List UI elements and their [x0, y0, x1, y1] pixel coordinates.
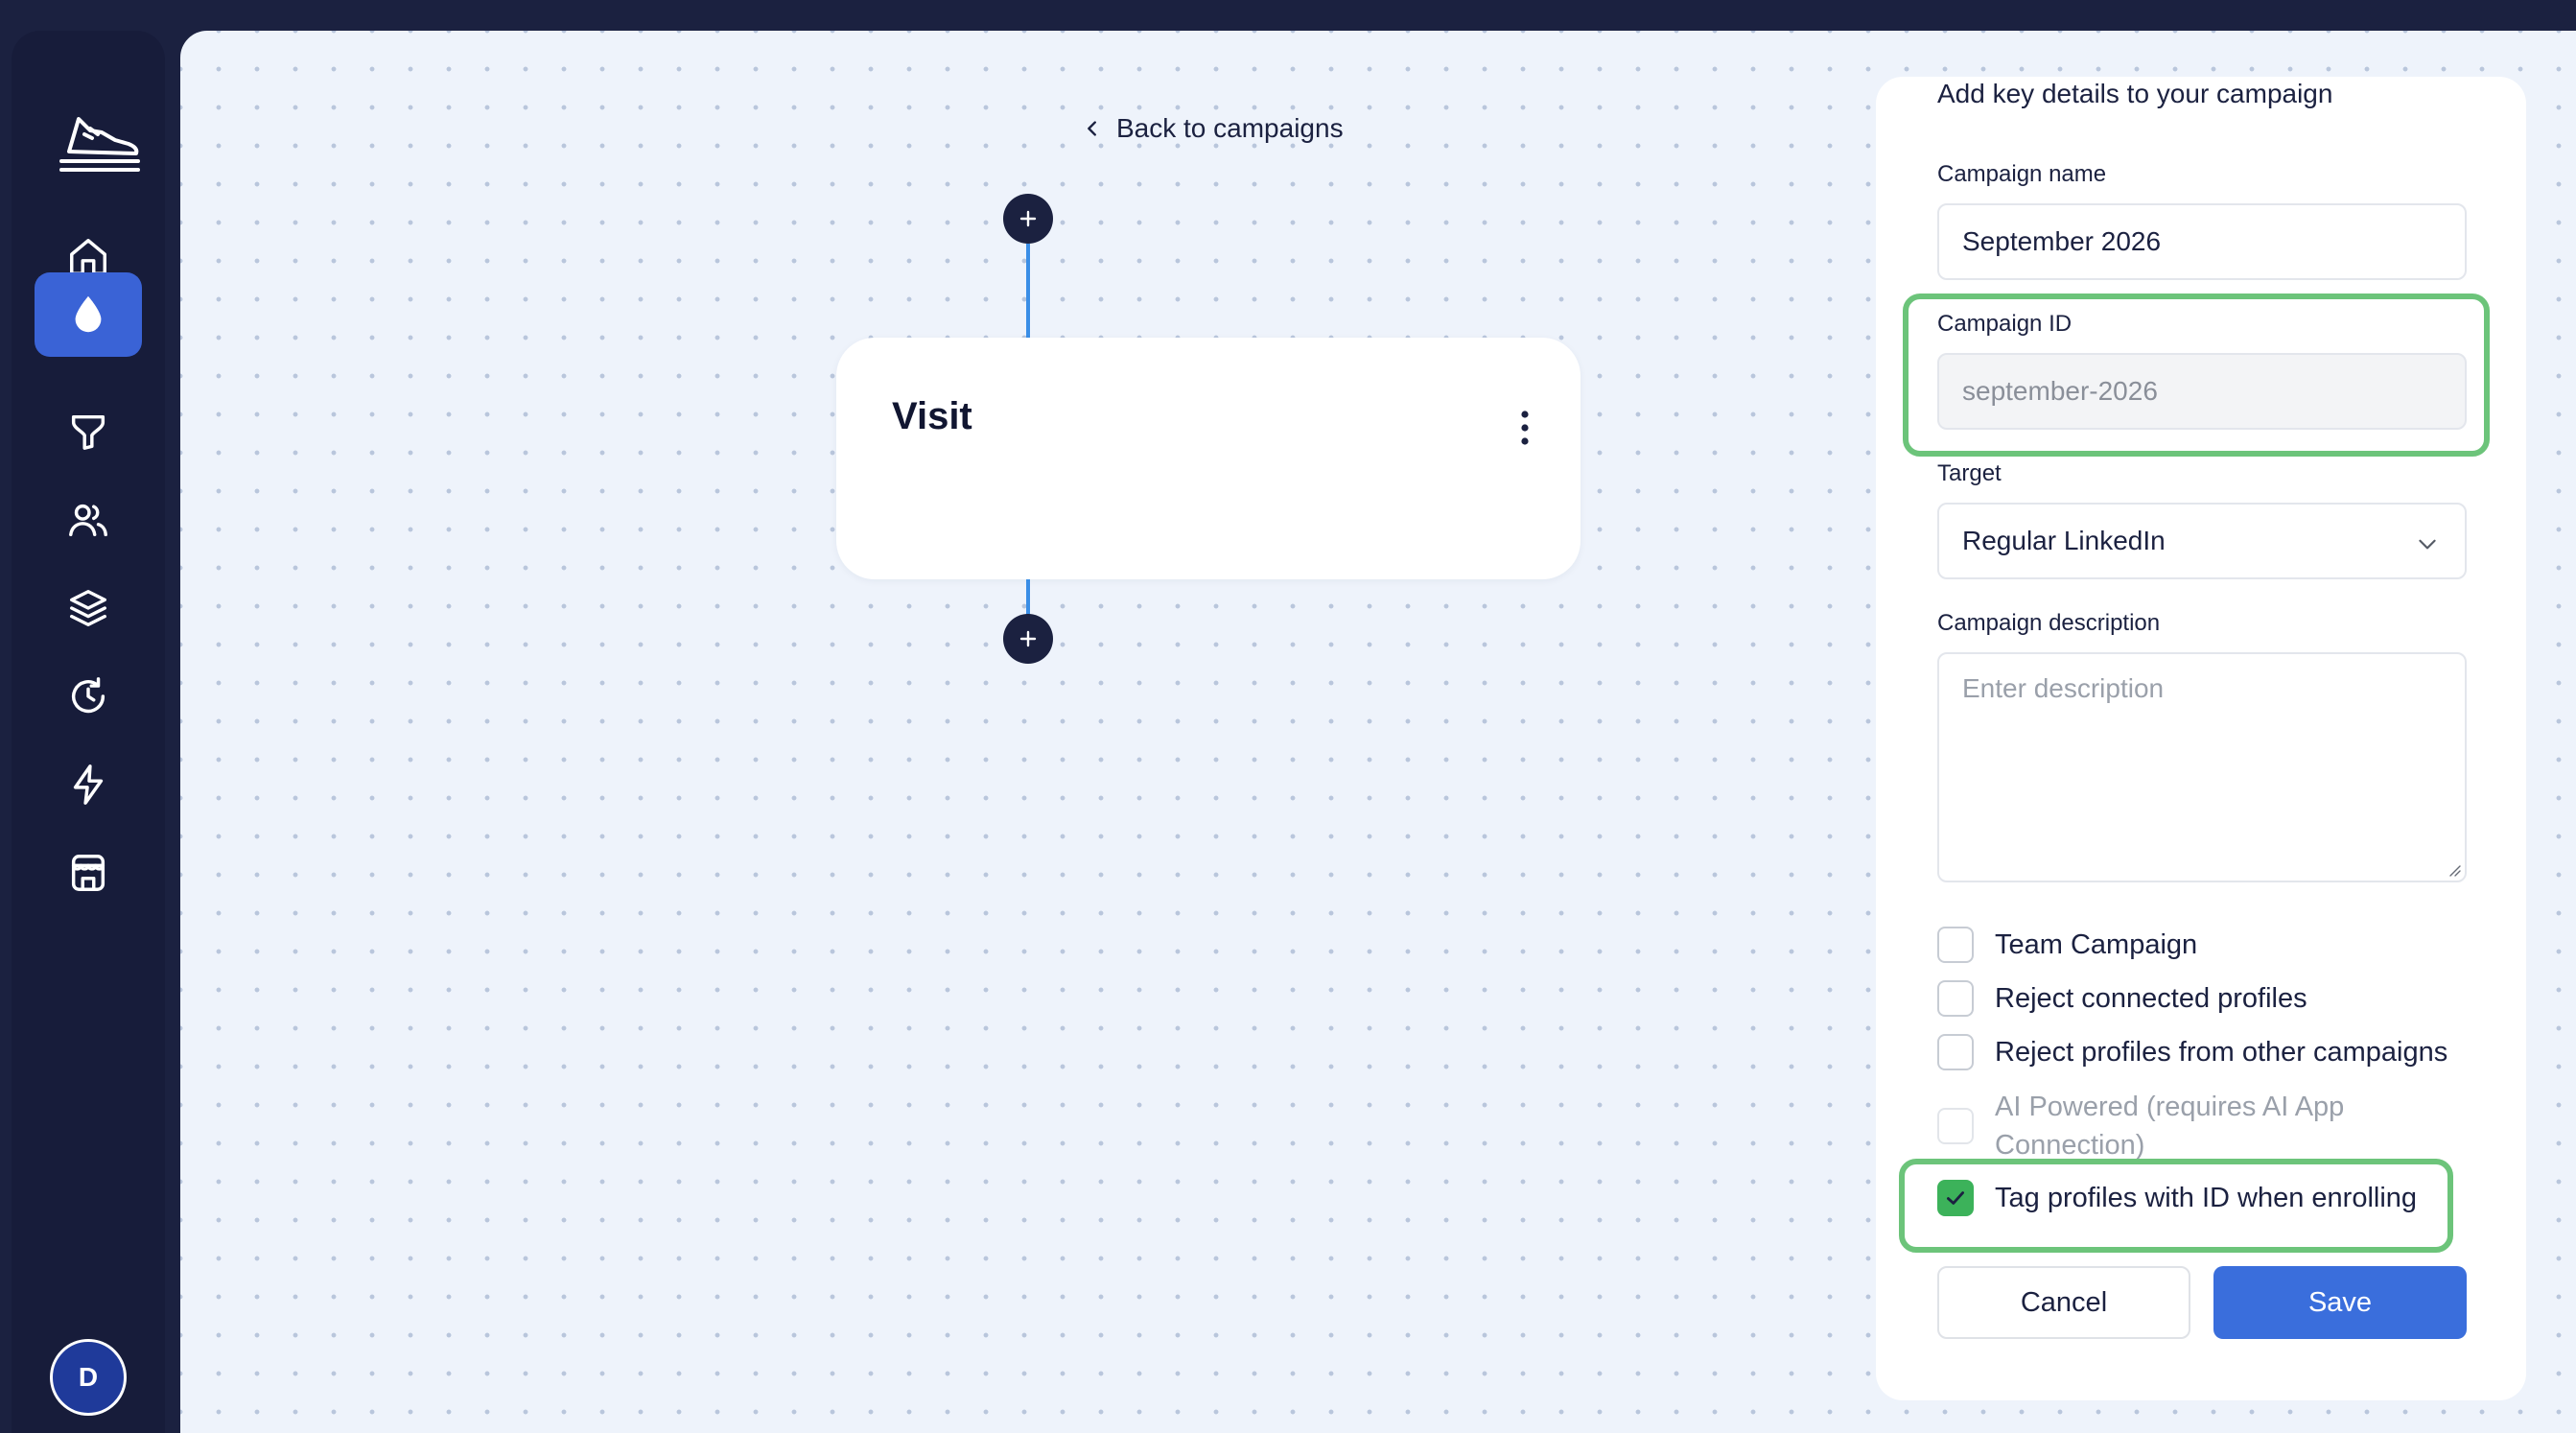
campaign-id-highlight	[1903, 294, 2490, 457]
campaign-name-label: Campaign name	[1937, 161, 2107, 187]
team-campaign-checkbox-row[interactable]: Team Campaign	[1937, 927, 2197, 963]
step-title: Visit	[892, 395, 972, 437]
team-campaign-checkbox[interactable]	[1937, 927, 1974, 963]
resize-handle-icon[interactable]	[2446, 861, 2461, 877]
sneaker-logo-icon[interactable]	[56, 109, 144, 176]
reject-other-campaigns-checkbox-row[interactable]: Reject profiles from other campaigns	[1937, 1034, 2447, 1070]
sidebar-item-users[interactable]	[35, 478, 142, 562]
sidebar-item-store[interactable]	[35, 831, 142, 915]
back-to-campaigns-link[interactable]: Back to campaigns	[1082, 113, 1344, 144]
description-label: Campaign description	[1937, 610, 2161, 636]
chevron-down-icon	[2419, 539, 2436, 550]
history-icon	[71, 677, 105, 714]
sidebar-item-history[interactable]	[35, 654, 142, 739]
team-campaign-label: Team Campaign	[1995, 928, 2198, 960]
store-icon	[71, 855, 105, 891]
target-value: Regular LinkedIn	[1962, 526, 2166, 555]
funnel-icon	[71, 414, 105, 450]
back-link-label: Back to campaigns	[1116, 113, 1344, 143]
sidebar-item-campaigns[interactable]	[35, 272, 142, 357]
flow-connector-bottom	[1026, 579, 1030, 631]
panel-title: Add key details to your campaign	[1937, 79, 2333, 108]
top-bar	[0, 0, 2576, 8]
campaign-id-label: Campaign ID	[1937, 311, 2073, 337]
ai-powered-checkbox-row: AI Powered (requires AI App Connection)	[1937, 1088, 2467, 1164]
campaign-id-value: september-2026	[1962, 376, 2158, 406]
sidebar-item-automations[interactable]	[35, 742, 142, 827]
target-select[interactable]: Regular LinkedIn	[1937, 503, 2467, 579]
droplet-icon	[75, 295, 102, 333]
flow-connector-top	[1026, 244, 1030, 338]
add-step-bottom-button[interactable]	[1003, 614, 1053, 664]
description-textarea[interactable]: Enter description	[1937, 652, 2467, 882]
sidebar-item-funnel[interactable]	[35, 389, 142, 474]
save-button[interactable]: Save	[2213, 1266, 2467, 1339]
step-card-visit[interactable]: Visit	[836, 338, 1581, 579]
more-options-icon[interactable]	[1517, 409, 1533, 447]
tag-profiles-highlight	[1899, 1159, 2453, 1253]
reject-other-campaigns-label: Reject profiles from other campaigns	[1995, 1036, 2448, 1068]
add-step-top-button[interactable]	[1003, 194, 1053, 244]
cancel-button[interactable]: Cancel	[1937, 1266, 2190, 1339]
plus-icon	[1019, 210, 1037, 227]
reject-other-campaigns-checkbox[interactable]	[1937, 1034, 1974, 1070]
sidebar-item-layers[interactable]	[35, 566, 142, 650]
reject-connected-checkbox[interactable]	[1937, 980, 1974, 1017]
tag-profiles-checkbox[interactable]	[1937, 1180, 1974, 1216]
chevron-left-icon	[1088, 121, 1096, 136]
reject-connected-label: Reject connected profiles	[1995, 982, 2307, 1014]
users-icon	[69, 504, 107, 537]
tag-profiles-label: Tag profiles with ID when enrolling	[1995, 1182, 2418, 1213]
ai-powered-label: AI Powered (requires AI App Connection)	[1995, 1092, 2345, 1161]
campaign-name-value: September 2026	[1962, 226, 2162, 256]
tag-profiles-checkbox-row[interactable]: Tag profiles with ID when enrolling	[1937, 1180, 2417, 1216]
ai-powered-checkbox	[1937, 1108, 1974, 1144]
reject-connected-checkbox-row[interactable]: Reject connected profiles	[1937, 980, 2307, 1017]
layers-icon	[70, 590, 106, 626]
checkmark-icon	[1947, 1191, 1964, 1205]
avatar[interactable]: D	[50, 1339, 127, 1416]
plus-icon	[1019, 630, 1037, 647]
target-label: Target	[1937, 460, 2002, 486]
description-placeholder: Enter description	[1962, 673, 2165, 703]
sidebar: D	[12, 31, 165, 1433]
campaign-id-input: september-2026	[1937, 353, 2467, 430]
bolt-icon	[73, 764, 104, 805]
campaign-name-input[interactable]: September 2026	[1937, 203, 2467, 280]
